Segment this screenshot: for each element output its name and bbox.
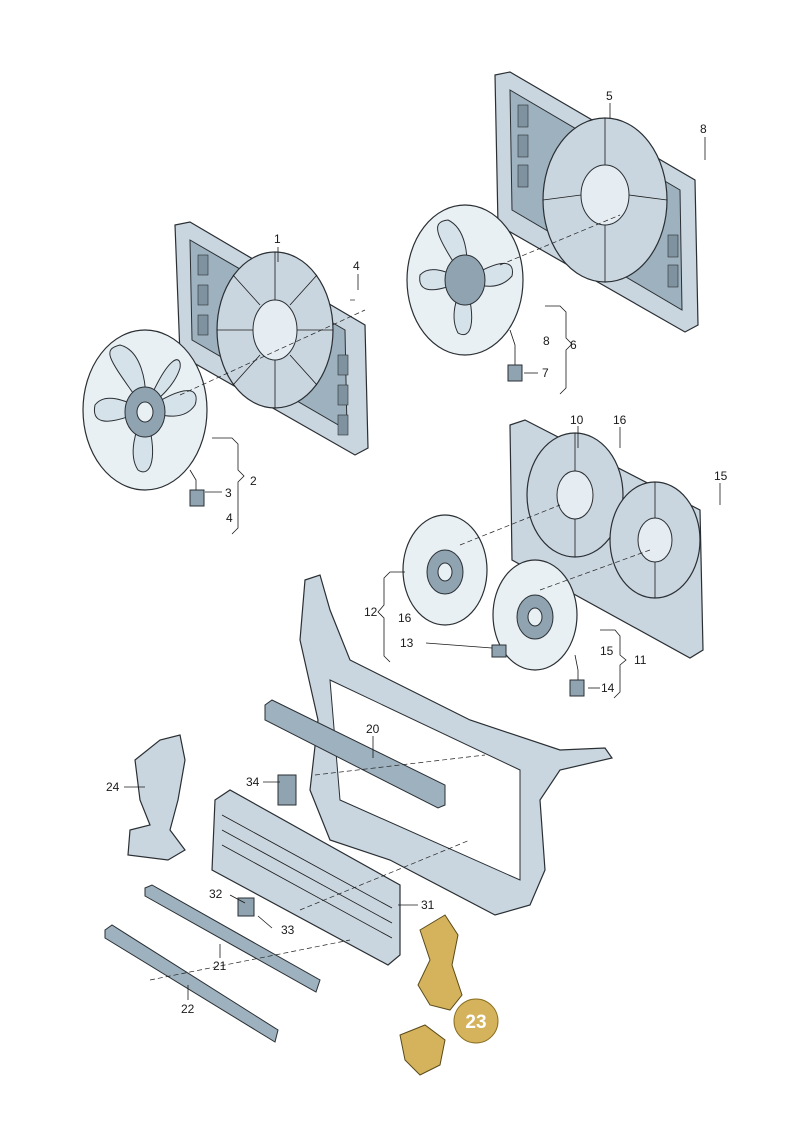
callout-8-b: 8 (543, 334, 550, 348)
assembly-lines (149, 214, 651, 981)
callout-31: 31 (421, 898, 435, 912)
callout-10: 10 (570, 413, 584, 427)
callout-34: 34 (246, 775, 260, 789)
callout-1: 1 (274, 232, 281, 246)
callout-7: 7 (542, 366, 549, 380)
callout-12: 12 (364, 605, 378, 619)
callout-labels: 1 4 2 3 4 5 8 8 6 7 10 16 15 12 16 13 15… (106, 89, 728, 1016)
fan-12 (402, 514, 488, 626)
bracket-20 (264, 699, 446, 809)
callout-15-b: 15 (600, 644, 614, 658)
fan-shroud-5 (494, 71, 699, 333)
callout-16-a: 16 (613, 413, 627, 427)
fan-6 (406, 204, 524, 382)
callout-13: 13 (400, 636, 414, 650)
callout-6: 6 (570, 338, 577, 352)
callout-21: 21 (213, 959, 227, 973)
callout-24: 24 (106, 780, 120, 794)
highlight-badge-label: 23 (465, 1012, 486, 1033)
callout-5: 5 (606, 89, 613, 103)
callout-33: 33 (281, 923, 295, 937)
trim-22 (104, 924, 279, 1043)
callout-8-a: 8 (700, 122, 707, 136)
leader-lines (124, 103, 721, 1000)
trim-21 (144, 884, 321, 993)
callout-32: 32 (209, 887, 223, 901)
callout-4-b: 4 (226, 511, 233, 525)
fan-shroud-1 (174, 221, 369, 456)
callout-2: 2 (250, 474, 257, 488)
callout-4-a: 4 (353, 259, 360, 273)
callout-11: 11 (634, 653, 647, 667)
callout-22: 22 (181, 1002, 195, 1016)
highlighted-part-23 (399, 914, 463, 1076)
air-guide-24 (127, 734, 186, 861)
callout-20: 20 (366, 722, 380, 736)
callout-15-a: 15 (714, 469, 728, 483)
fan-15 (491, 559, 585, 697)
callout-3: 3 (225, 486, 232, 500)
highlight-badge: 23 (453, 998, 499, 1044)
fan-2 (82, 329, 208, 507)
callout-16-b: 16 (398, 611, 412, 625)
radiator-shutter-31 (211, 774, 401, 966)
callout-14: 14 (601, 681, 615, 695)
